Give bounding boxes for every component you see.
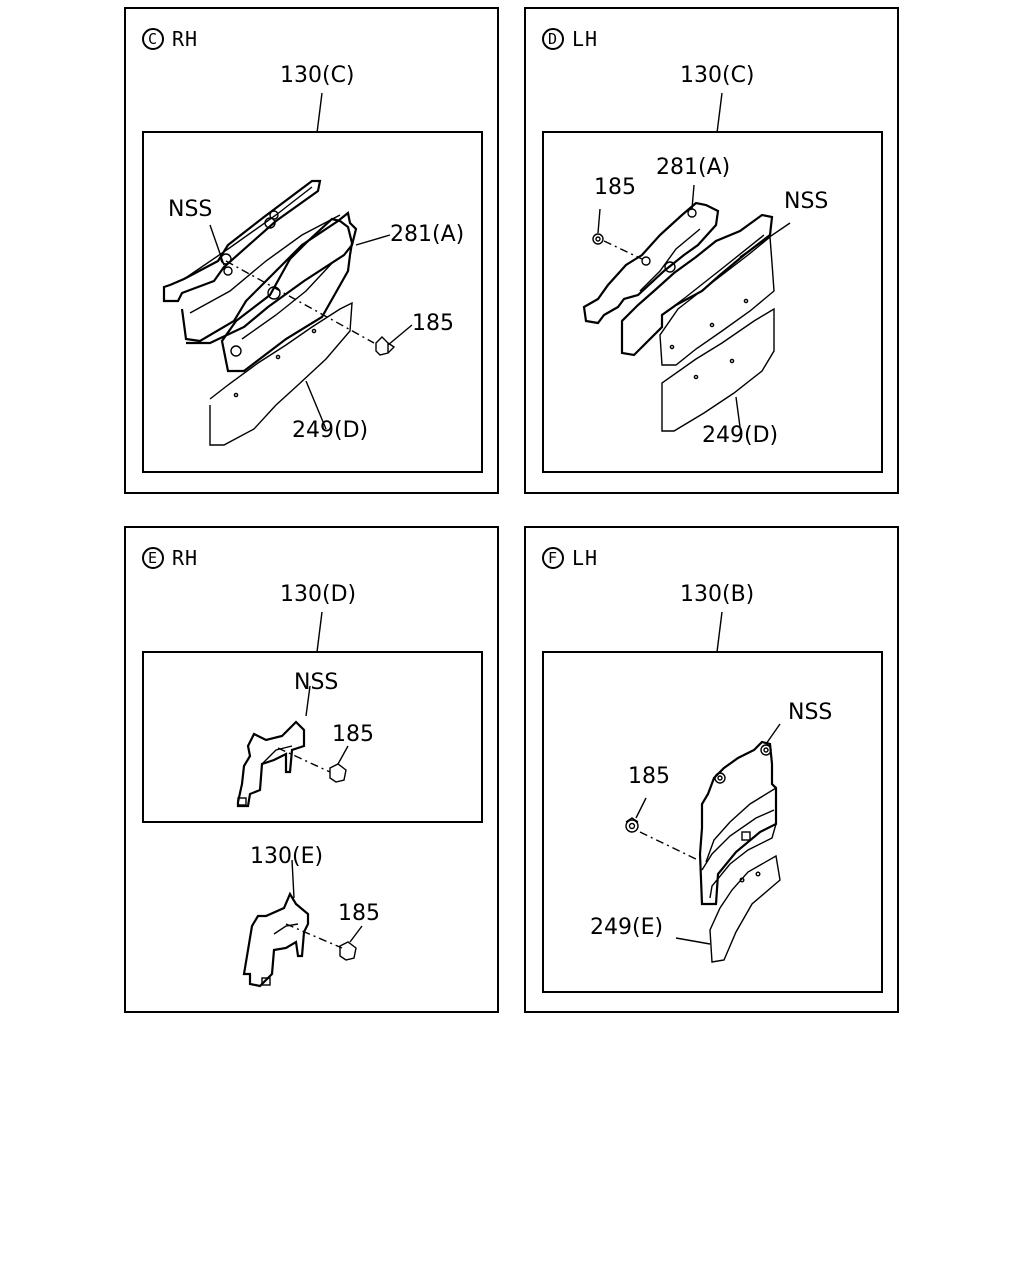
view-side-label: LH [572, 546, 599, 570]
part-drawing-e [236, 611, 363, 988]
bracket-callout: 281(A) [390, 222, 465, 247]
view-label-c: C RH [142, 27, 198, 51]
view-side-label: RH [172, 546, 199, 570]
assembly-callout: 130(C) [680, 63, 755, 88]
screw-callout: 185 [332, 722, 374, 747]
assembly-callout: 130(D) [280, 582, 357, 607]
screw-callout-lower: 185 [338, 901, 380, 926]
detail-frame [142, 651, 483, 823]
plate-callout: 249(E) [590, 915, 664, 940]
screw-callout: 185 [628, 764, 670, 789]
part-drawing-d [582, 92, 791, 432]
view-label-e: E RH [142, 546, 198, 570]
view-letter-circle: C [142, 28, 164, 50]
plate-callout: 249(D) [292, 418, 369, 443]
view-letter-circle: E [142, 547, 164, 569]
part-drawing-f [625, 611, 781, 963]
view-letter-circle: D [542, 28, 564, 50]
screw-callout: 185 [412, 311, 454, 336]
nss-callout: NSS [784, 189, 829, 214]
screw-callout: 185 [594, 175, 636, 200]
part-drawing-c [162, 92, 413, 446]
plate-callout: 249(D) [702, 423, 779, 448]
panel-view-f: F LH 130(B) NSS 185 249(E) [524, 526, 899, 1013]
detail-frame [542, 651, 883, 993]
panel-view-e: E RH 130(D) NSS 185 130(E) 185 [124, 526, 499, 1013]
assembly-callout: 130(B) [680, 582, 755, 607]
nss-callout: NSS [168, 197, 213, 222]
detail-frame [542, 131, 883, 473]
view-side-label: RH [172, 27, 199, 51]
detail-frame [142, 131, 483, 473]
view-letter-circle: F [542, 547, 564, 569]
panel-view-c: C RH 130(C) NSS 281(A) 185 249(D) [124, 7, 499, 494]
nss-callout: NSS [788, 700, 833, 725]
view-label-d: D LH [542, 27, 598, 51]
sub-assembly-callout: 130(E) [250, 844, 324, 869]
nss-callout: NSS [294, 670, 339, 695]
assembly-callout: 130(C) [280, 63, 355, 88]
view-label-f: F LH [542, 546, 598, 570]
view-side-label: LH [572, 27, 599, 51]
panel-view-d: D LH 130(C) 185 281(A) NSS 249(D) [524, 7, 899, 494]
bracket-callout: 281(A) [656, 155, 731, 180]
